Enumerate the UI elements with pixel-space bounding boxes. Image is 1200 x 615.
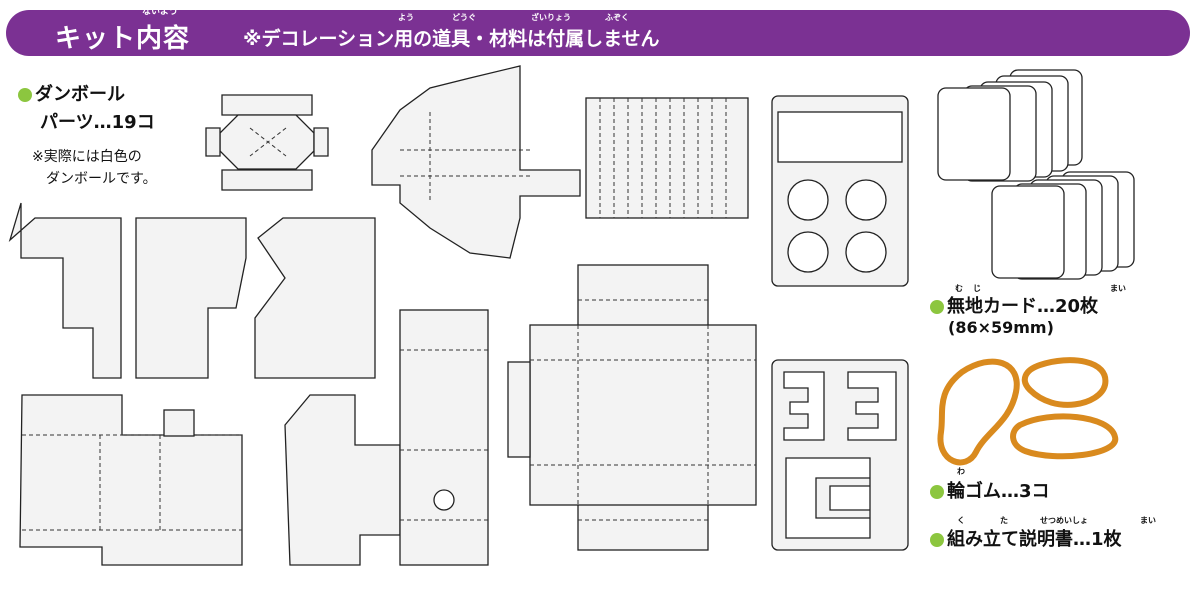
- part-box-left: [19, 394, 243, 566]
- rubber-bands: [937, 357, 1119, 466]
- bullet-icon: [930, 300, 944, 314]
- manual-ruby-ta: た: [1000, 516, 1008, 525]
- note-ruby-fuzoku: ふぞく: [605, 13, 629, 22]
- header-banner: [6, 10, 1190, 56]
- rubber-ruby-wa: わ: [957, 467, 965, 476]
- part-box-large: [507, 264, 757, 551]
- rubber-label: 輪ゴム…3コ: [930, 477, 1050, 503]
- bullet-icon: [930, 533, 944, 547]
- part-slats: [585, 97, 749, 219]
- part-board-rounds: [771, 95, 909, 287]
- manual-label: 組み立て説明書…1枚: [930, 525, 1122, 551]
- cards-label: 無地カード…20枚: [930, 292, 1098, 318]
- cards-ruby-ji: じ: [973, 284, 981, 293]
- cards-stack: [937, 69, 1135, 280]
- note-ruby-dougu: どうぐ: [452, 13, 476, 22]
- cardboard-count: パーツ…19コ: [40, 112, 155, 133]
- part-body-left: [8, 202, 376, 379]
- cards-ruby-mai: まい: [1110, 284, 1126, 293]
- manual-ruby-ku: く: [957, 516, 965, 525]
- manual-ruby-setsumeisho: せつめいしょ: [1040, 516, 1088, 525]
- banner-note: ※デコレーション用の道具・材料は付属しません: [243, 28, 660, 50]
- cardboard-label: ダンボール: [18, 80, 125, 106]
- part-board-letters: [771, 359, 909, 551]
- part-cross-small: [205, 94, 329, 191]
- title-ruby: ないよう: [142, 7, 178, 17]
- bullet-icon: [930, 485, 944, 499]
- page-title: キット内容: [55, 24, 191, 54]
- note-ruby-you: よう: [398, 13, 414, 22]
- cards-size: (86×59mm): [948, 318, 1054, 337]
- part-box-middle: [284, 309, 489, 566]
- note-ruby-zairyou: ざいりょう: [531, 13, 571, 22]
- cardboard-note-2: ダンボールです。: [46, 171, 157, 187]
- bullet-icon: [18, 88, 32, 102]
- manual-ruby-mai: まい: [1140, 516, 1156, 525]
- cards-ruby-mu: む: [955, 284, 963, 293]
- cardboard-note-1: ※実際には白色の: [32, 149, 142, 165]
- part-wing: [371, 65, 581, 259]
